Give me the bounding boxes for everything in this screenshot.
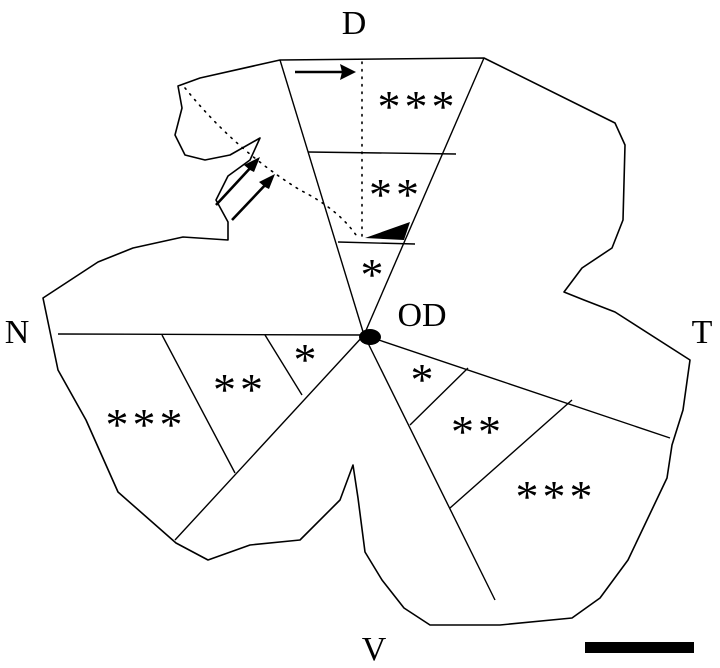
dorsal-boundary-outer (307, 151, 457, 155)
dorsal-outer-zone: *** (378, 81, 459, 132)
dorsal-boundary-inner (337, 241, 416, 245)
cut-nasal-upper (57, 333, 365, 336)
dotted-markers (184, 61, 363, 239)
cut-dorsal-nasal (279, 59, 365, 336)
temporal-boundary-outer (449, 399, 573, 509)
dorsal-inner-zone: * (361, 249, 388, 300)
cut-temporal-upper (363, 334, 671, 439)
label-temporal: T (692, 314, 713, 351)
cut-dorsal-temporal (363, 57, 485, 336)
zone-markers: *** ** * *** ** * * ** *** (106, 81, 597, 522)
nasal-boundary-inner (264, 334, 303, 396)
temporal-outer-zone: *** (516, 471, 597, 522)
double-arrow (215, 157, 275, 221)
optic-disc (359, 329, 381, 345)
nasal-inner-zone: * (294, 334, 321, 385)
scale-bar (585, 642, 694, 653)
horizontal-arrow (295, 64, 356, 80)
nasal-outer-zone: *** (106, 399, 187, 450)
arrows (215, 64, 410, 240)
cut-temporal-lower (363, 334, 496, 601)
zone-boundaries (161, 151, 573, 509)
temporal-boundary-inner (409, 367, 469, 426)
cut-nasal-lower (174, 334, 365, 541)
dorsal-middle-zone: ** (369, 169, 423, 220)
temporal-inner-zone: * (411, 354, 438, 405)
label-nasal: N (5, 314, 30, 351)
radial-cuts (57, 57, 671, 601)
temporal-middle-zone: ** (451, 406, 505, 457)
label-optic-disc: OD (397, 297, 446, 334)
nasal-middle-zone: ** (213, 364, 267, 415)
dotted-curved-line (184, 87, 359, 239)
retina-outline (42, 57, 691, 626)
arrowhead-marker (365, 222, 410, 240)
nasal-boundary-outer (161, 334, 236, 474)
label-ventral: V (362, 631, 387, 668)
label-dorsal: D (342, 5, 367, 42)
